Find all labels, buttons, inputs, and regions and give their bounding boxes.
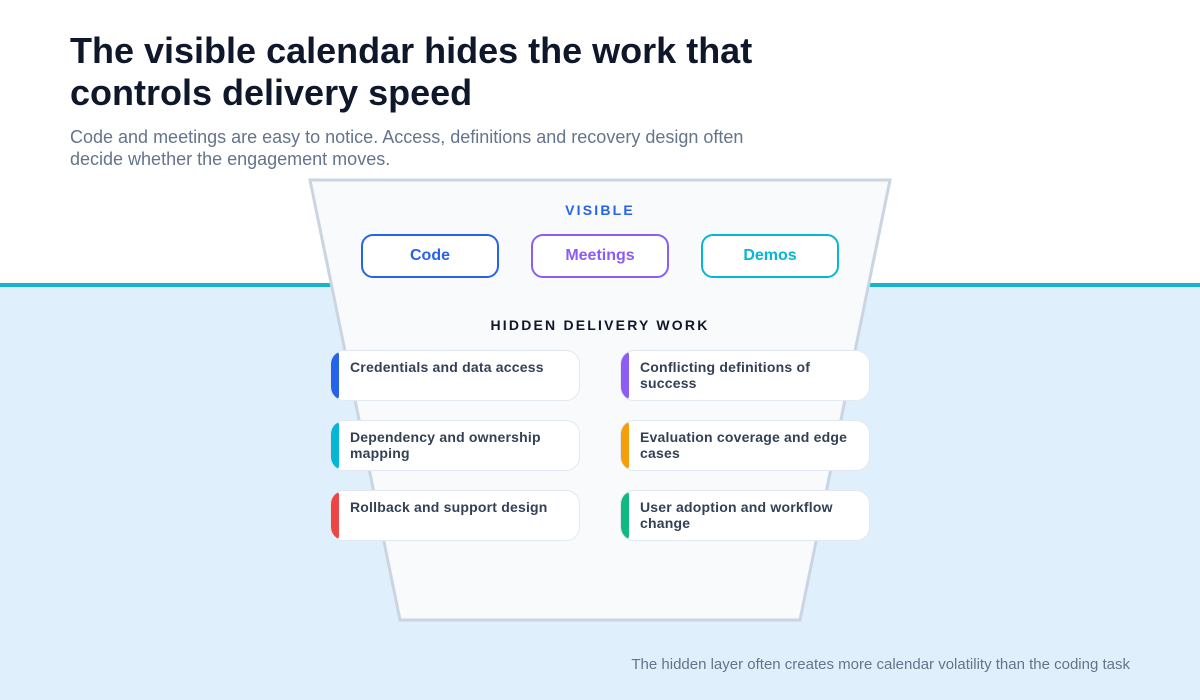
hidden-item-label: Rollback and support design bbox=[350, 499, 548, 515]
footnote: The hidden layer often creates more cale… bbox=[631, 656, 1130, 673]
accent-bar bbox=[331, 421, 339, 470]
page-subtitle: Code and meetings are easy to notice. Ac… bbox=[70, 127, 744, 169]
visible-item-label: Code bbox=[410, 247, 450, 264]
visible-item-meetings[interactable]: Meetings bbox=[531, 234, 669, 278]
hidden-item-evaluation[interactable]: Evaluation coverage and edge cases bbox=[620, 420, 870, 471]
hidden-item-definitions[interactable]: Conflicting definitions of success bbox=[620, 350, 870, 401]
hidden-item-dependency[interactable]: Dependency and ownership mapping bbox=[330, 420, 580, 471]
accent-bar bbox=[621, 421, 629, 470]
page-title: The visible calendar hides the work that… bbox=[70, 30, 753, 113]
accent-bar bbox=[331, 491, 339, 540]
hidden-layer-label: HIDDEN DELIVERY WORK bbox=[490, 317, 710, 333]
visible-layer-label: VISIBLE bbox=[565, 202, 635, 218]
visible-item-label: Demos bbox=[743, 247, 797, 264]
hidden-item-label: Conflicting definitions of success bbox=[640, 359, 811, 391]
hidden-item-label: Evaluation coverage and edge cases bbox=[640, 429, 848, 461]
accent-bar bbox=[621, 491, 629, 540]
hidden-item-label: Dependency and ownership mapping bbox=[350, 429, 541, 461]
hidden-item-label: User adoption and workflow change bbox=[640, 499, 833, 531]
hidden-item-adoption[interactable]: User adoption and workflow change bbox=[620, 490, 870, 541]
hidden-item-credentials[interactable]: Credentials and data access bbox=[330, 350, 580, 401]
accent-bar bbox=[331, 351, 339, 400]
hidden-item-label: Credentials and data access bbox=[350, 359, 544, 375]
accent-bar bbox=[621, 351, 629, 400]
visible-item-code[interactable]: Code bbox=[361, 234, 499, 278]
visible-item-demos[interactable]: Demos bbox=[701, 234, 839, 278]
hidden-item-rollback[interactable]: Rollback and support design bbox=[330, 490, 580, 541]
visible-item-label: Meetings bbox=[565, 247, 635, 264]
